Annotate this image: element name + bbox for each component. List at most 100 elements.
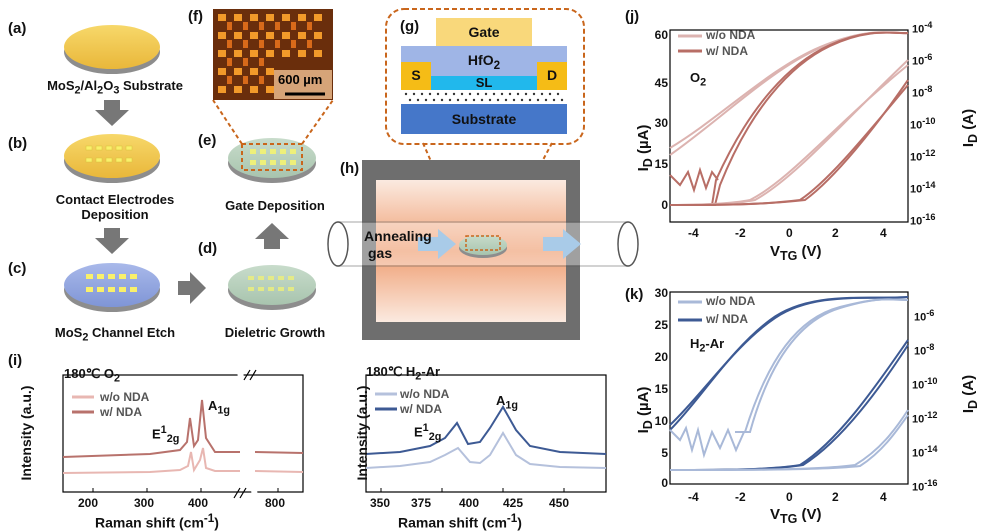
- k-annotation: H2-Ar: [690, 336, 725, 355]
- k-ytick-right: 10-10: [912, 376, 938, 392]
- j-xtick: 2: [832, 226, 839, 240]
- k-ytick-left: 30: [654, 286, 668, 300]
- j-annotation: O2: [690, 70, 707, 89]
- channel-label: MoS2 Channel Etch: [54, 325, 176, 344]
- raman-h2-peak-a: A1g: [496, 393, 519, 412]
- raman-o2-xlabel: Raman shift (cm-1): [95, 512, 219, 531]
- k-ylabel-right: ID (A): [960, 374, 980, 414]
- raman-h2-peak-e: E12g: [414, 422, 442, 443]
- panel-label-e: (e): [198, 132, 217, 149]
- source-label: S: [411, 67, 421, 83]
- j-xlabel: VTG (V): [770, 243, 822, 263]
- raman-o2-title: 180℃ O2: [64, 366, 121, 385]
- panel-label-g: (g): [400, 18, 420, 35]
- stack-callout: [385, 8, 585, 145]
- k-ytick-left: 25: [654, 318, 668, 332]
- raman-o2-tick: 400: [188, 496, 209, 510]
- j-ytick-right: 10-14: [910, 180, 936, 196]
- raman-o2-tick: 300: [134, 496, 155, 510]
- raman-o2-tick: 200: [78, 496, 99, 510]
- j-ytick-right: 10-12: [910, 148, 936, 164]
- k-legend-w: w/ NDA: [706, 312, 748, 326]
- raman-h2-chart: [365, 374, 607, 493]
- raman-o2-tick: 800: [265, 496, 286, 510]
- k-ytick-right: 10-16: [912, 478, 938, 494]
- k-ytick-left: 10: [654, 414, 668, 428]
- raman-h2-ylabel: Intensity (a.u.): [354, 385, 370, 481]
- j-ytick-right: 10-10: [910, 116, 936, 132]
- k-xtick: 4: [880, 490, 887, 504]
- scale-bar-label: 600 µm: [278, 72, 323, 87]
- j-ytick-right: 10-4: [912, 20, 933, 36]
- sl-label: SL: [475, 75, 493, 90]
- panel-label-a: (a): [8, 20, 27, 37]
- substrate-layer-label: Substrate: [451, 111, 517, 127]
- raman-h2-legend-w: w/ NDA: [400, 402, 442, 416]
- j-ytick-left: 60: [654, 28, 668, 42]
- k-ytick-right: 10-8: [914, 342, 935, 358]
- raman-h2-tick: 425: [503, 496, 524, 510]
- j-ytick-left: 30: [654, 116, 668, 130]
- panel-label-c: (c): [8, 260, 27, 277]
- raman-h2-tick: 400: [459, 496, 480, 510]
- raman-o2-peak-e: E12g: [152, 424, 180, 445]
- k-xtick: -4: [688, 490, 699, 504]
- gate-label: Gate Deposition: [225, 198, 325, 213]
- raman-h2-legend-wo: w/o NDA: [400, 387, 450, 401]
- channel-wafer: [64, 263, 160, 312]
- k-ytick-right: 10-12: [912, 410, 938, 426]
- raman-h2-tick: 350: [370, 496, 391, 510]
- raman-o2-w-nda-line: [62, 399, 240, 458]
- transfer-j-curves: [669, 31, 909, 206]
- dielectric-wafer: [228, 265, 316, 310]
- raman-h2-xlabel: Raman shift (cm-1): [398, 512, 522, 531]
- gas-flow-arrow-icon: [543, 229, 581, 259]
- transfer-k-curves: [669, 296, 909, 471]
- k-xtick: 0: [786, 490, 793, 504]
- raman-o2-wo-nda-line: [62, 447, 240, 474]
- k-xtick: -2: [735, 490, 746, 504]
- raman-o2-legend-wo: w/o NDA: [100, 390, 150, 404]
- j-xtick: -4: [688, 226, 699, 240]
- j-xtick: 4: [880, 226, 887, 240]
- annealing-furnace: [327, 160, 639, 340]
- j-ytick-left: 45: [654, 76, 668, 90]
- panel-label-f: (f): [188, 8, 203, 25]
- k-ytick-left: 5: [661, 446, 668, 460]
- k-ytick-right: 10-14: [912, 444, 938, 460]
- panel-label-d: (d): [198, 240, 218, 257]
- j-ylabel-right: ID (A): [960, 108, 980, 148]
- k-ylabel-left: ID (µA): [635, 386, 655, 434]
- oxide-layer-label: HfO2: [467, 52, 501, 72]
- transfer-curves: [669, 29, 909, 485]
- j-ytick-left: 15: [654, 157, 668, 171]
- panel-label-b: (b): [8, 135, 28, 152]
- j-legend-w: w/ NDA: [706, 44, 748, 58]
- raman-h2-w-nda-line: [365, 405, 607, 455]
- gate-wafer: [228, 138, 316, 183]
- panel-label-i: (i): [8, 352, 23, 369]
- dielectric-label: Dieletric Growth: [224, 325, 326, 340]
- substrate-label: MoS2/Al2O3 Substrate: [47, 78, 183, 97]
- k-xlabel: VTG (V): [770, 506, 822, 526]
- k-ytick-left: 15: [654, 382, 668, 396]
- j-xtick: -2: [735, 226, 746, 240]
- raman-o2-chart: [62, 369, 304, 499]
- panel-label-j: (j): [625, 8, 640, 25]
- k-ytick-left: 0: [661, 476, 668, 490]
- k-ytick-left: 20: [654, 350, 668, 364]
- j-ytick-right: 10-16: [910, 212, 936, 228]
- arrow-right-icon: [178, 272, 206, 304]
- panel-label-k: (k): [625, 286, 644, 303]
- arrow-down-icon: [95, 100, 129, 126]
- arrow-down-icon: [95, 228, 129, 254]
- raman-o2-peak-a: A1g: [208, 398, 231, 417]
- k-xtick: 2: [832, 490, 839, 504]
- k-legend-wo: w/o NDA: [706, 294, 756, 308]
- raman-o2-legend-w: w/ NDA: [100, 405, 142, 419]
- substrate-wafer: [64, 25, 160, 74]
- raman-h2-tick: 450: [549, 496, 570, 510]
- j-legend-wo: w/o NDA: [706, 28, 756, 42]
